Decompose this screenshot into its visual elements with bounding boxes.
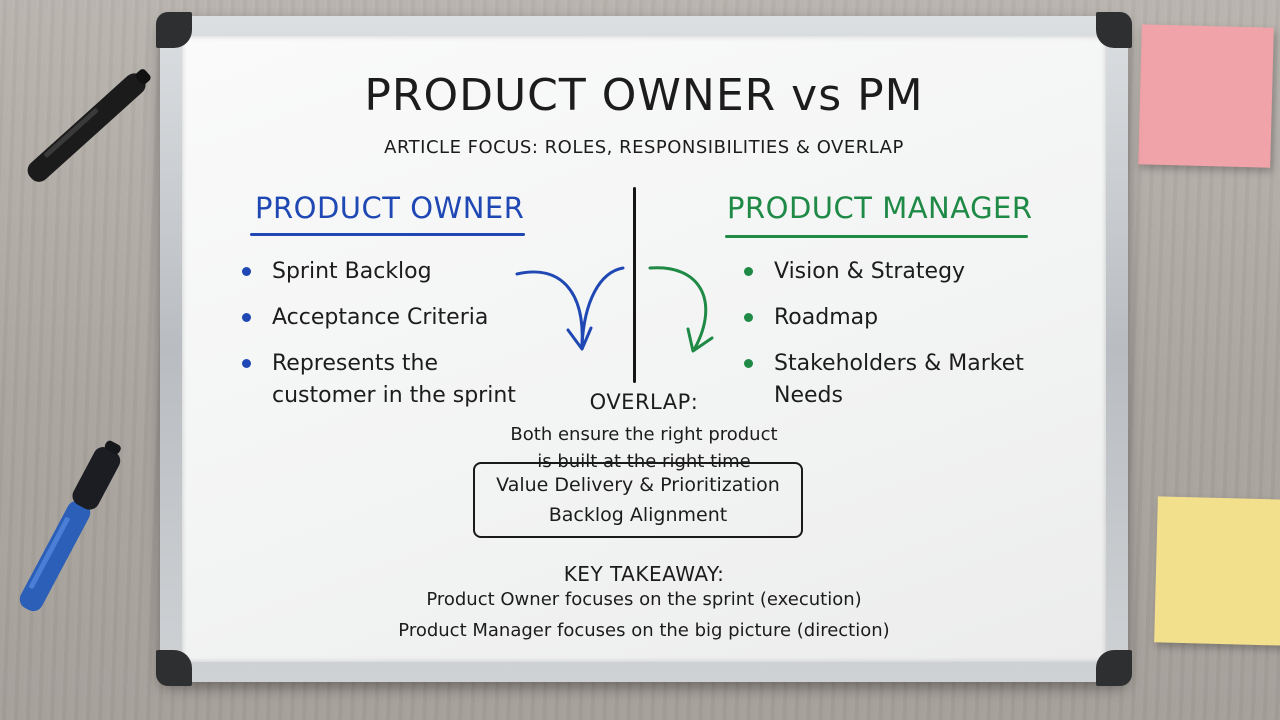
green-curved-arrow xyxy=(648,266,708,350)
overlap-description: Both ensure the right product is built a… xyxy=(510,424,778,472)
bullet-dot xyxy=(242,267,251,276)
bullet-dot xyxy=(744,313,753,322)
black-marker xyxy=(6,60,176,190)
whiteboard-surface xyxy=(182,36,1106,662)
blue-arrowhead xyxy=(566,326,593,351)
bullet-dot xyxy=(744,267,753,276)
center-divider xyxy=(633,187,636,383)
list-item: Roadmap xyxy=(744,302,1044,334)
blue-marker xyxy=(0,420,140,640)
frame-corner xyxy=(1096,12,1132,48)
key-takeaway-line: Product Owner focuses on the sprint (exe… xyxy=(426,589,862,610)
board-subtitle: ARTICLE FOCUS: ROLES, RESPONSIBILITIES &… xyxy=(384,137,904,158)
product-owner-heading: PRODUCT OWNER xyxy=(255,191,525,225)
list-item: Stakeholders & Market Needs xyxy=(744,348,1044,412)
overlap-box-line: Value Delivery & Prioritization xyxy=(496,474,780,496)
frame-corner xyxy=(156,650,192,686)
product-manager-list: Vision & Strategy Roadmap Stakeholders &… xyxy=(744,256,1044,426)
product-manager-heading: PRODUCT MANAGER xyxy=(727,191,1033,225)
key-takeaway-line: Product Manager focuses on the big pictu… xyxy=(398,620,890,641)
blue-curved-arrow xyxy=(515,270,584,348)
overlap-label: OVERLAP: xyxy=(589,390,699,414)
product-owner-list: Sprint Backlog Acceptance Criteria Repre… xyxy=(242,256,542,426)
bullet-dot xyxy=(242,313,251,322)
list-item: Sprint Backlog xyxy=(242,256,542,288)
board-title: PRODUCT OWNER vs PM xyxy=(364,70,924,121)
list-item: Vision & Strategy xyxy=(744,256,1044,288)
list-item: Represents the customer in the sprint xyxy=(242,348,542,412)
overlap-box: Value Delivery & Prioritization Backlog … xyxy=(473,462,803,538)
key-takeaway-label: KEY TAKEAWAY: xyxy=(563,562,725,586)
frame-corner xyxy=(156,12,192,48)
overlap-arrows xyxy=(515,266,714,353)
frame-corner xyxy=(1096,650,1132,686)
green-arrowhead xyxy=(686,327,714,353)
blue-curved-arrow-line xyxy=(580,266,625,348)
bullet-dot xyxy=(242,359,251,368)
list-item: Acceptance Criteria xyxy=(242,302,542,334)
whiteboard: PRODUCT OWNER vs PM ARTICLE FOCUS: ROLES… xyxy=(156,12,1132,686)
yellow-sticky-note xyxy=(1154,496,1280,646)
bullet-dot xyxy=(744,359,753,368)
overlap-box-line: Backlog Alignment xyxy=(548,504,728,526)
pink-sticky-note xyxy=(1138,24,1274,168)
product-owner-underline xyxy=(250,233,525,236)
product-manager-underline xyxy=(725,235,1028,238)
